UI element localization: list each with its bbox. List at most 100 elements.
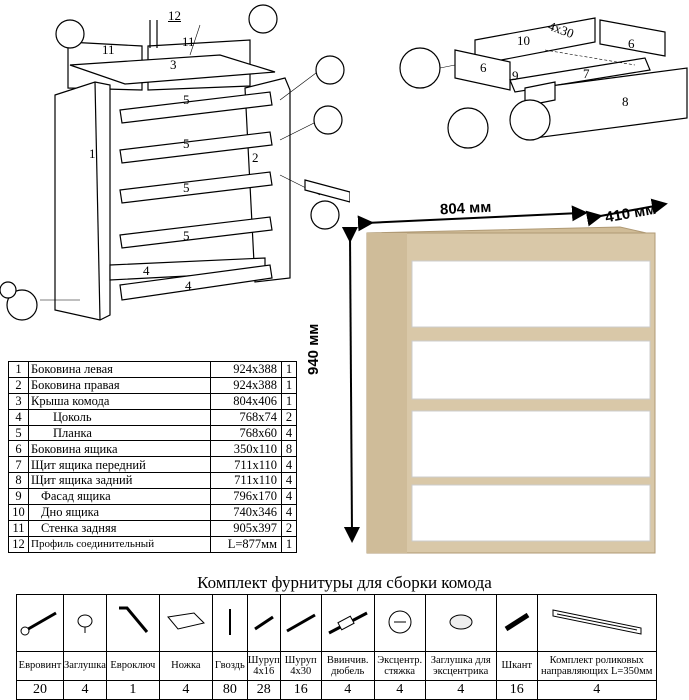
part-label-plinth: 4	[143, 263, 150, 278]
part-qty: 4	[281, 424, 297, 442]
part-label-profile: 12	[168, 8, 181, 23]
screw-short-icon	[246, 594, 281, 652]
kit-item-qty: 16	[279, 680, 322, 700]
kit-item-label: Евроключ	[105, 651, 160, 681]
part-name: Цоколь	[28, 408, 211, 426]
part-size: 711x110	[210, 472, 282, 490]
part-label-rail-4: 5	[183, 228, 190, 243]
kit-item-label: Ввинчив. дюбель	[320, 651, 375, 681]
cap-icon	[63, 594, 107, 652]
part-label-back-left: 11	[102, 42, 115, 57]
part-size: 924x388	[210, 361, 282, 378]
kit-item-qty: 4	[373, 680, 426, 700]
part-name: Профиль соединительный	[28, 535, 211, 553]
part-qty: 1	[281, 376, 297, 394]
part-qty: 8	[281, 440, 297, 458]
kit-item-qty: 16	[495, 680, 538, 700]
part-number: 1	[8, 361, 29, 378]
dowel-icon	[495, 594, 538, 652]
kit-item-label: Шуруп 4x16	[246, 651, 281, 681]
part-name: Боковина ящика	[28, 440, 211, 458]
part-qty: 1	[281, 535, 297, 553]
part-label-top: 3	[170, 57, 177, 72]
part-name: Боковина левая	[28, 361, 211, 378]
kit-item-qty: 4	[63, 680, 107, 700]
part-number: 7	[8, 456, 29, 474]
drawer-label-8: 10	[517, 33, 530, 48]
kit-item-qty: 1	[105, 680, 160, 700]
part-qty: 2	[281, 519, 297, 537]
part-label-rail-1: 5	[183, 92, 190, 107]
part-label-3: 1	[89, 146, 96, 161]
drawer-diagram	[399, 17, 688, 149]
part-size: 905x397	[210, 519, 282, 537]
kit-item-qty: 4	[536, 680, 657, 700]
dimension-height: 940 мм	[305, 323, 322, 375]
part-number: 9	[8, 488, 29, 506]
kit-item-qty: 28	[246, 680, 281, 700]
part-number: 4	[8, 408, 29, 426]
screw-long-icon	[279, 594, 322, 652]
part-number: 8	[8, 472, 29, 490]
kit-item-label: Эксцентр. стяжка	[373, 651, 426, 681]
part-name: Дно ящика	[28, 504, 211, 521]
part-number: 2	[8, 376, 29, 394]
kit-item-label: Шуруп 4x30	[279, 651, 322, 681]
kit-item-label: Евровинт	[16, 651, 64, 681]
part-size: 768x60	[210, 424, 282, 442]
drawer-label-9: 8	[622, 94, 629, 109]
part-name: Фасад ящика	[28, 488, 211, 506]
part-qty: 4	[281, 504, 297, 521]
part-name: Крыша комода	[28, 392, 211, 410]
part-size: L=877мм	[210, 535, 282, 553]
qty-row: 20 4 1 4 80 28 16 4 4 4 16 4	[16, 680, 657, 700]
eurovint-icon	[16, 594, 64, 652]
kit-title: Комплект фурнитуры для сборки комода	[197, 573, 492, 592]
dresser-illustration	[341, 198, 668, 554]
drawer-label-10: 9	[512, 68, 519, 83]
part-number: 10	[8, 504, 29, 521]
part-size: 711x110	[210, 456, 282, 474]
kit-item-label: Гвоздь	[211, 651, 248, 681]
part-number: 12	[8, 535, 29, 553]
drawer-slide-icon	[536, 594, 657, 652]
kit-item-label: Шкант	[495, 651, 538, 681]
part-label-rail-3: 5	[183, 180, 190, 195]
kit-item-qty: 4	[158, 680, 213, 700]
part-qty: 2	[281, 408, 297, 426]
cam-cap-icon	[424, 594, 497, 652]
part-qty: 4	[281, 488, 297, 506]
part-size: 740x346	[210, 504, 282, 521]
part-size: 796x170	[210, 488, 282, 506]
kit-item-qty: 80	[211, 680, 248, 700]
kit-item-qty: 20	[16, 680, 64, 700]
foot-icon	[158, 594, 213, 652]
part-number: 11	[8, 519, 29, 537]
part-number: 3	[8, 392, 29, 410]
cam-lock-icon	[373, 594, 426, 652]
nail-icon	[211, 594, 248, 652]
part-label-rail-2: 5	[183, 136, 190, 151]
part-size: 924x388	[210, 376, 282, 394]
drawer-label-6b: 6	[628, 36, 635, 51]
part-qty: 1	[281, 392, 297, 410]
drawer-label-7: 7	[583, 66, 590, 81]
part-name: Стенка задняя	[28, 519, 211, 537]
kit-item-label: Ножка	[158, 651, 213, 681]
part-label-back-right: 11	[182, 34, 195, 49]
dowel-screw-icon	[320, 594, 375, 652]
label-row: Евровинт Заглушка Евроключ Ножка Гвоздь …	[16, 651, 657, 681]
kit-item-label: Заглушка	[63, 651, 107, 681]
part-qty: 4	[281, 472, 297, 490]
